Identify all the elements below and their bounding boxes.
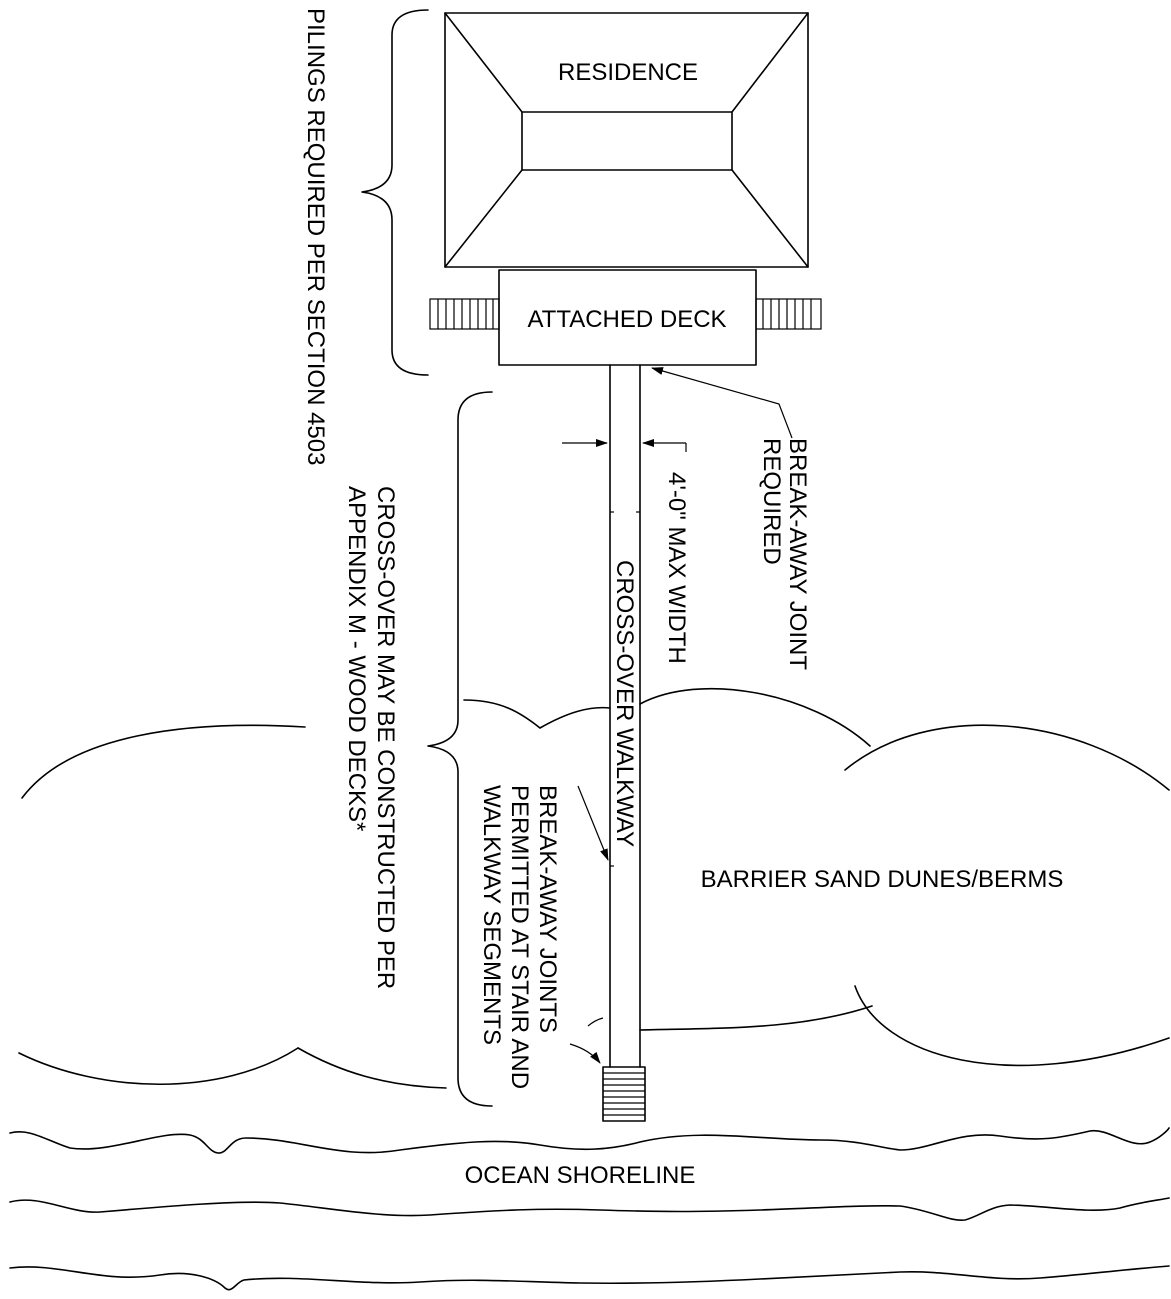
breakaway-joint-label-line2: REQUIRED [758, 438, 785, 565]
breakaway-joints-line1: BREAK-AWAY JOINTS [534, 785, 561, 1033]
breakaway-joint-label-line1: BREAK-AWAY JOINT [784, 438, 811, 670]
sand-dunes [18, 687, 1170, 1089]
dunes-label: BARRIER SAND DUNES/BERMS [701, 866, 1064, 893]
max-width-label: 4'-0" MAX WIDTH [663, 472, 690, 664]
crossover-walkway-label: CROSS-OVER WALKWAY [611, 560, 638, 847]
breakaway-joints-line3: WALKWAY SEGMENTS [478, 785, 505, 1045]
pilings-brace [361, 9, 429, 376]
crossover-brace [427, 391, 493, 1107]
crossover-walkway [609, 364, 641, 1068]
residence-label: RESIDENCE [558, 59, 698, 86]
ocean-waves [9, 1127, 1170, 1291]
crossover-note-line2: APPENDIX M - WOOD DECKS* [343, 486, 370, 831]
attached-deck-label: ATTACHED DECK [527, 306, 726, 333]
width-dimension [562, 439, 687, 452]
pilings-required-label: PILINGS REQUIRED PER SECTION 4503 [302, 8, 329, 465]
breakaway-joint-leader [651, 367, 793, 439]
breakaway-joints-leader-lower [569, 1043, 601, 1064]
beach-stair [602, 1066, 646, 1122]
deck-stair-right [755, 298, 822, 330]
breakaway-joints-leader-upper [577, 785, 609, 861]
breakaway-tick-mark [587, 1017, 604, 1027]
residence-roof [444, 12, 809, 268]
ocean-label: OCEAN SHORELINE [465, 1162, 696, 1189]
deck-stair-left [429, 298, 500, 330]
breakaway-joints-line2: PERMITTED AT STAIR AND [506, 785, 533, 1089]
crossover-note-line1: CROSS-OVER MAY BE CONSTRUCTED PER [372, 486, 399, 989]
